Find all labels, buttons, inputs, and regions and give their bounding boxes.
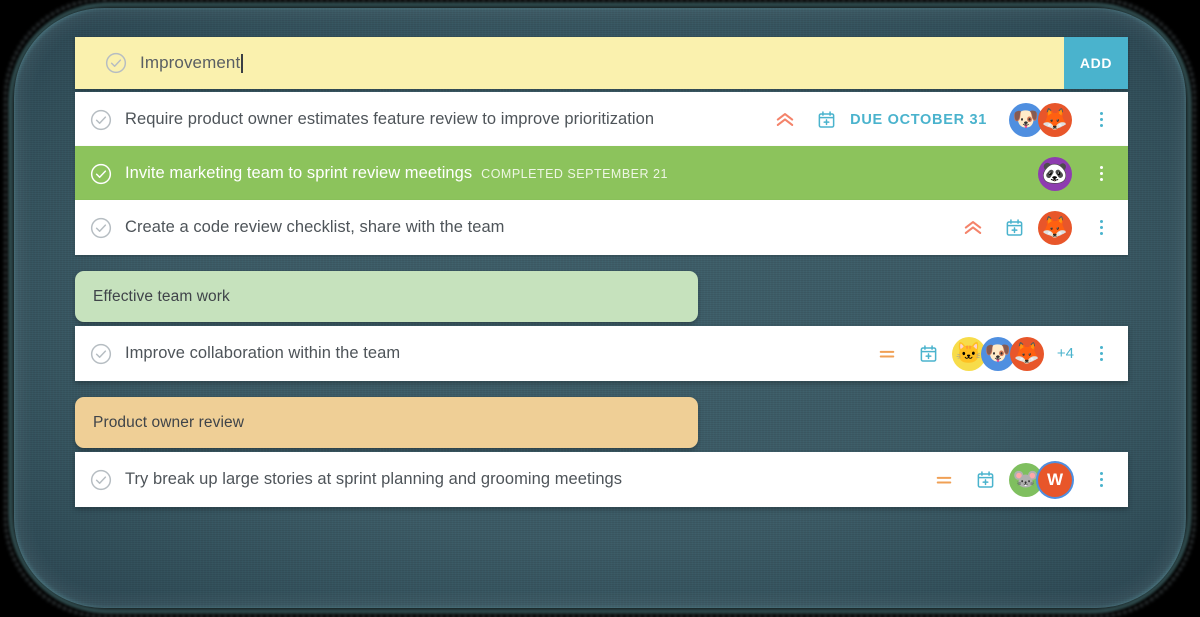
dog-avatar[interactable]: 🐶 xyxy=(980,336,1015,371)
kebab-menu-icon[interactable] xyxy=(1088,161,1114,187)
avatar-glyph: W xyxy=(1046,470,1064,489)
task-title: Create a code review checklist, share wi… xyxy=(125,218,505,236)
double-chevron-up-icon[interactable] xyxy=(963,219,983,237)
kebab-dot xyxy=(1099,226,1103,229)
kebab-dot xyxy=(1099,118,1103,121)
calendar-plus-icon[interactable] xyxy=(817,110,836,129)
cat-avatar[interactable]: 🐱 xyxy=(951,336,986,371)
task-row[interactable]: Try break up large stories at sprint pla… xyxy=(75,452,1128,507)
fox-avatar[interactable]: 🦊 xyxy=(1038,102,1072,137)
kebab-dot xyxy=(1099,478,1103,481)
avatar-glyph: 🦊 xyxy=(1041,216,1069,239)
mouse-avatar[interactable]: 🐭 xyxy=(1009,462,1043,497)
kebab-dot xyxy=(1099,220,1103,223)
fox-avatar[interactable]: 🦊 xyxy=(1038,210,1072,245)
circle-check-icon[interactable] xyxy=(90,109,112,131)
kebab-dot xyxy=(1099,346,1103,349)
task-row-actions: 🐱🐶🦊 +4 xyxy=(877,326,1128,381)
circle-check-icon[interactable] xyxy=(90,217,112,239)
task-title: Require product owner estimates feature … xyxy=(125,110,655,128)
circle-check-icon[interactable] xyxy=(90,163,112,185)
new-task-input[interactable]: Improvement xyxy=(75,37,1064,89)
task-row[interactable]: Improve collaboration within the team 🐱🐶🦊… xyxy=(75,326,1128,381)
text-caret xyxy=(241,53,243,73)
task-row-actions: 🐭W xyxy=(934,452,1128,507)
kebab-dot xyxy=(1099,358,1103,361)
circle-check-icon[interactable] xyxy=(90,469,112,491)
panda-avatar[interactable]: 🐼 xyxy=(1038,156,1072,191)
calendar-plus-icon[interactable] xyxy=(976,470,995,489)
kebab-dot xyxy=(1099,124,1103,127)
assignee-avatars: 🐶🦊 xyxy=(1009,102,1072,137)
kebab-menu-icon[interactable] xyxy=(1088,467,1114,493)
assignee-avatars: 🐱🐶🦊 xyxy=(951,336,1044,371)
task-title: Improve collaboration within the team xyxy=(125,344,401,362)
section-header[interactable]: Effective team work xyxy=(75,271,698,322)
equals-icon[interactable] xyxy=(934,471,954,489)
add-task-button[interactable]: ADD xyxy=(1064,37,1128,89)
circle-check-icon[interactable] xyxy=(105,52,127,74)
kebab-dot xyxy=(1099,352,1103,355)
avatar-glyph: 🐼 xyxy=(1041,162,1069,185)
task-due-date[interactable]: DUE OCTOBER 31 xyxy=(850,111,987,128)
task-row-actions: 🐼 xyxy=(1038,146,1128,201)
kebab-dot xyxy=(1099,178,1103,181)
kebab-dot xyxy=(1099,232,1103,235)
task-status-label: COMPLETED SEPTEMBER 21 xyxy=(481,166,668,181)
kebab-dot xyxy=(1099,172,1103,175)
task-row-actions: DUE OCTOBER 31 🐶🦊 xyxy=(775,92,1128,147)
task-title: Invite marketing team to sprint review m… xyxy=(125,164,473,182)
user-initial-avatar[interactable]: W xyxy=(1038,462,1072,497)
avatar-overflow-count[interactable]: +4 xyxy=(1056,345,1074,362)
circle-check-icon[interactable] xyxy=(90,343,112,365)
task-row[interactable]: Require product owner estimates feature … xyxy=(75,92,1128,147)
kebab-menu-icon[interactable] xyxy=(1088,341,1114,367)
section-header[interactable]: Product owner review xyxy=(75,397,698,448)
avatar-glyph: 🦊 xyxy=(1013,342,1040,365)
avatar-glyph: 🐶 xyxy=(1012,108,1040,131)
avatar-glyph: 🐶 xyxy=(984,342,1011,365)
assignee-avatars: 🐭W xyxy=(1009,462,1072,497)
equals-icon[interactable] xyxy=(877,345,897,363)
assignee-avatars: 🦊 xyxy=(1038,210,1072,245)
new-task-text: Improvement xyxy=(140,53,241,72)
avatar-glyph: 🐭 xyxy=(1012,468,1040,491)
section-header-label: Effective team work xyxy=(93,287,230,305)
avatar-glyph: 🐱 xyxy=(955,342,982,365)
section-header-label: Product owner review xyxy=(93,413,245,431)
double-chevron-up-icon[interactable] xyxy=(775,111,795,129)
task-title: Try break up large stories at sprint pla… xyxy=(125,470,623,488)
new-task-composer[interactable]: Improvement ADD xyxy=(75,37,1128,89)
avatar-glyph: 🦊 xyxy=(1041,108,1069,131)
kebab-dot xyxy=(1099,472,1103,475)
dog-avatar[interactable]: 🐶 xyxy=(1009,102,1043,137)
task-row-actions: 🦊 xyxy=(963,200,1128,255)
assignee-avatars: 🐼 xyxy=(1038,156,1072,191)
kebab-menu-icon[interactable] xyxy=(1088,107,1114,133)
kebab-dot xyxy=(1099,484,1103,487)
kebab-dot xyxy=(1099,112,1103,115)
kebab-menu-icon[interactable] xyxy=(1088,215,1114,241)
kebab-dot xyxy=(1099,166,1103,169)
task-row[interactable]: Create a code review checklist, share wi… xyxy=(75,200,1128,255)
fox-avatar[interactable]: 🦊 xyxy=(1009,336,1044,371)
calendar-plus-icon[interactable] xyxy=(1005,218,1024,237)
task-row[interactable]: Invite marketing team to sprint review m… xyxy=(75,146,1128,201)
calendar-plus-icon[interactable] xyxy=(919,344,938,363)
